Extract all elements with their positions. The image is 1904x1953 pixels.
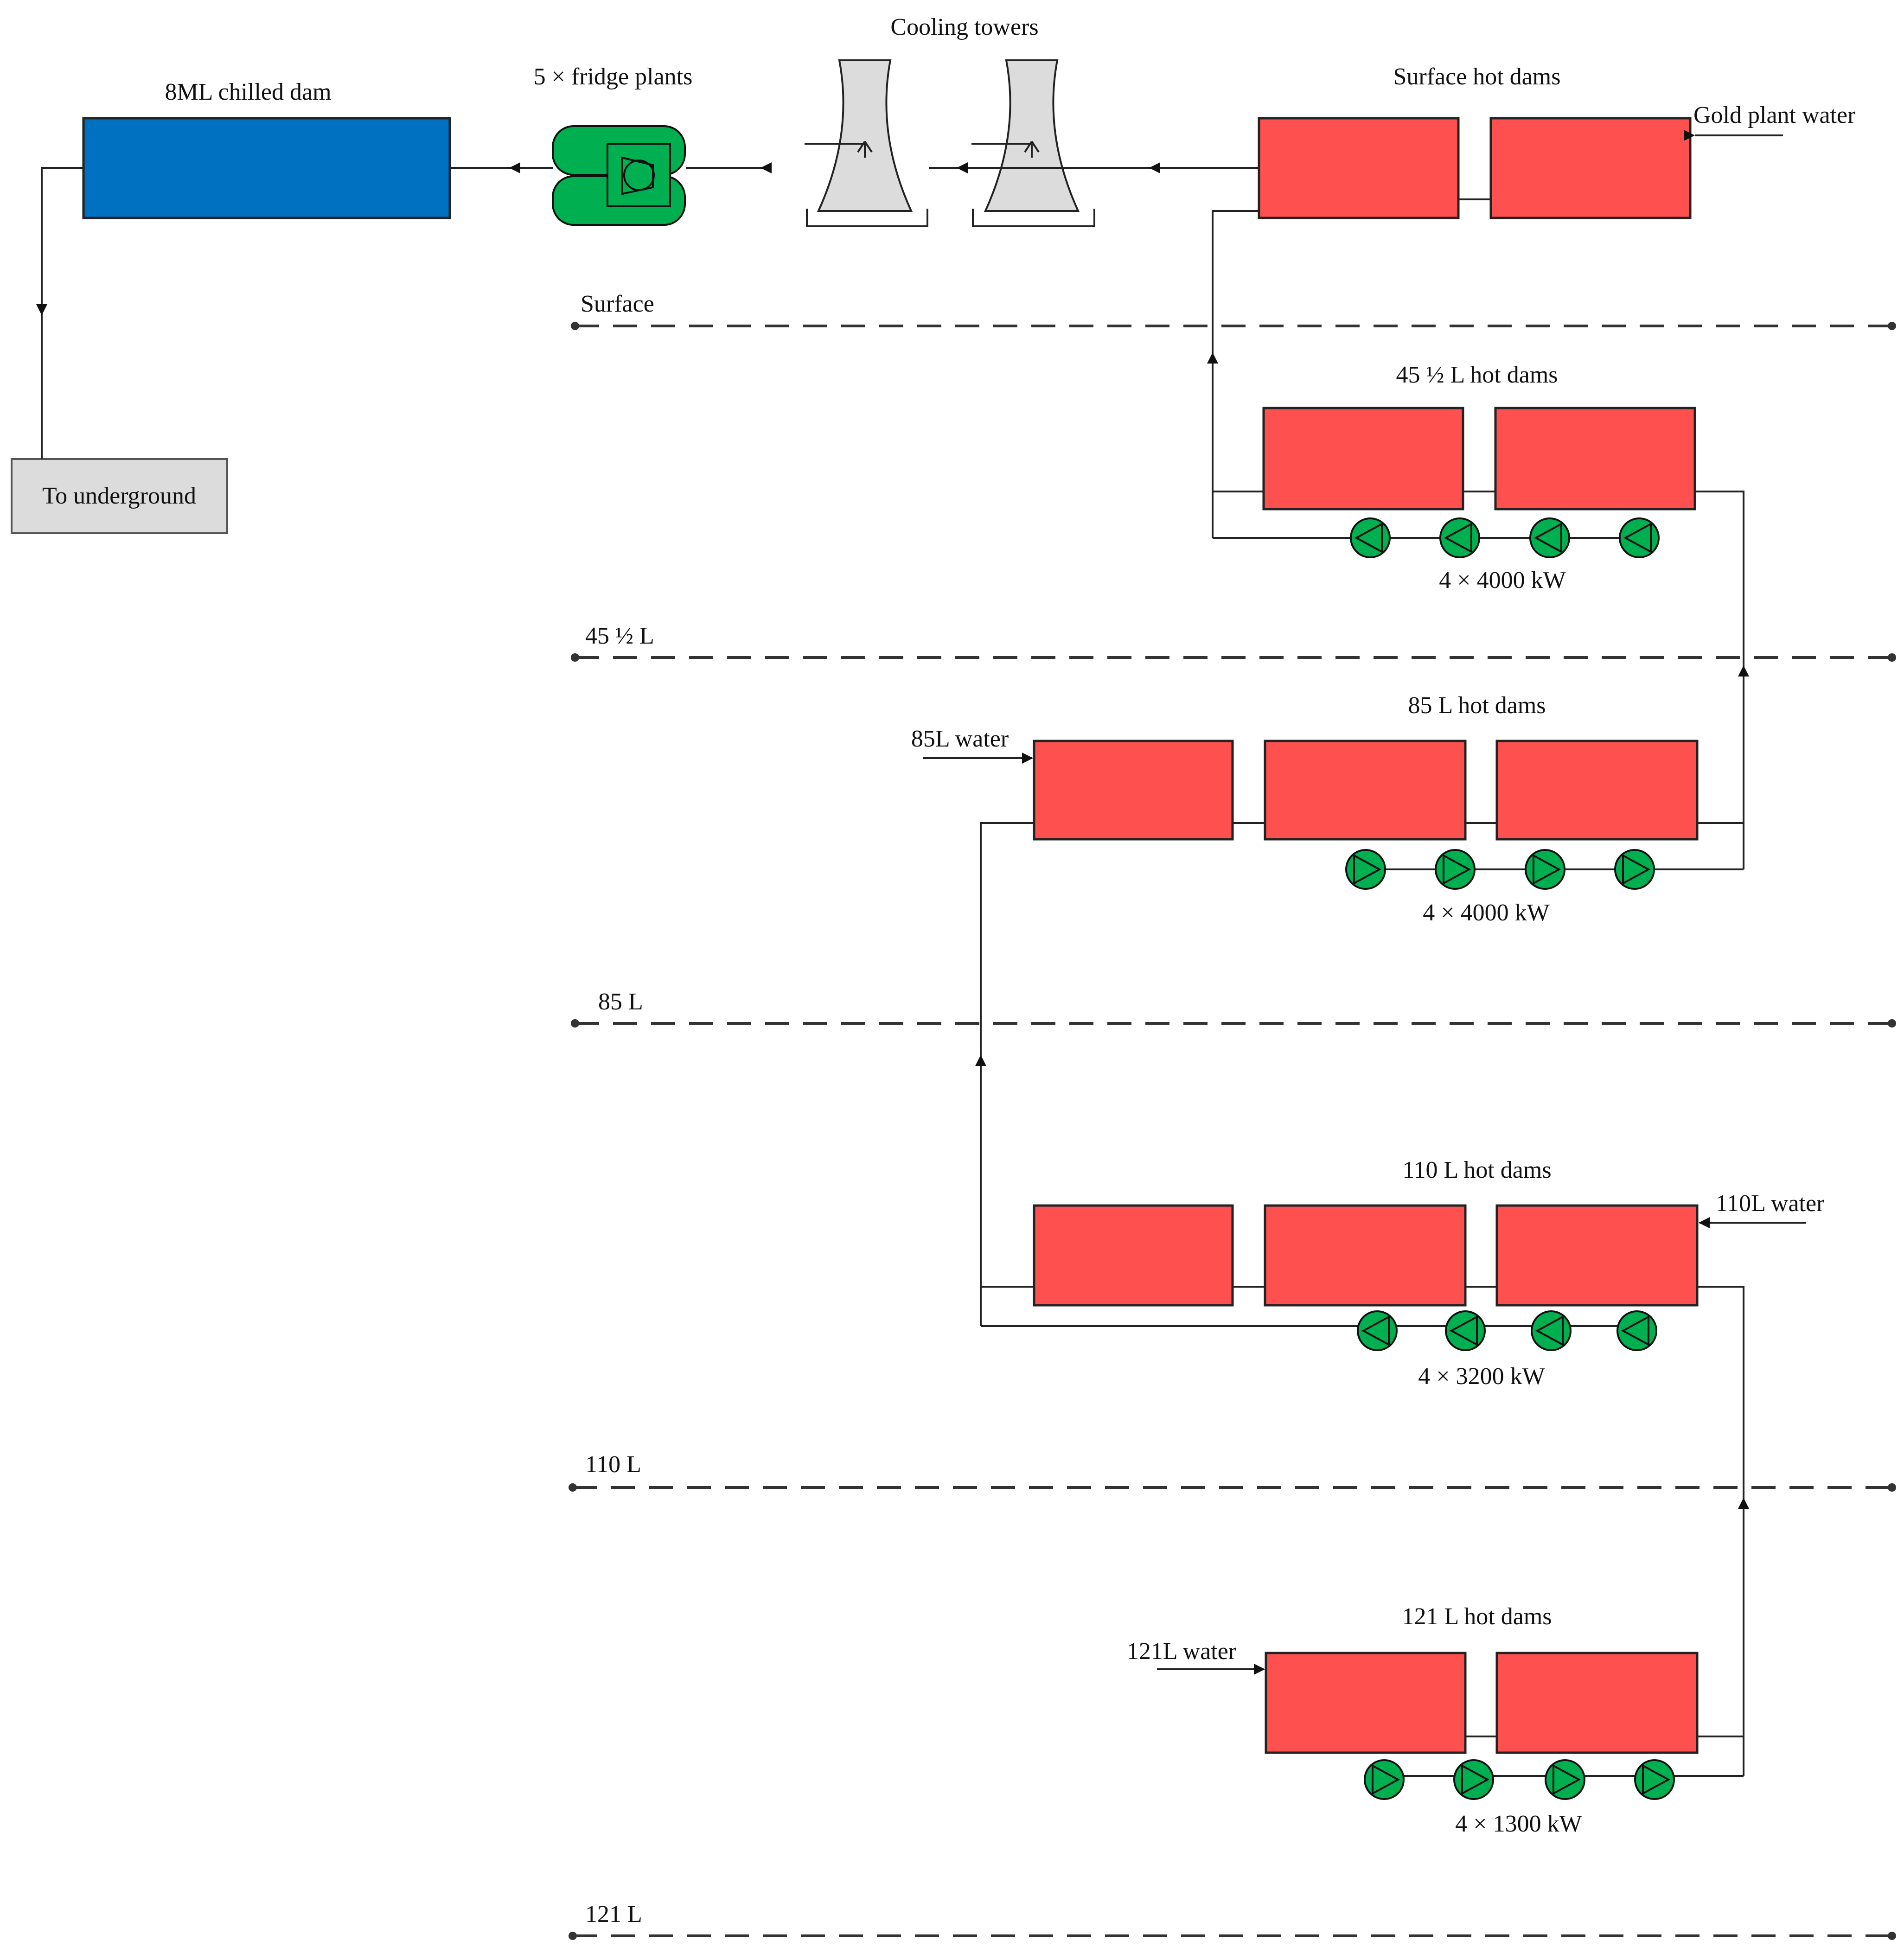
water-110-label: 110L water <box>1716 1190 1824 1217</box>
water-85-label: 85L water <box>911 726 1009 752</box>
cooling-towers-label: Cooling towers <box>890 14 1038 40</box>
hot-dam-45-1 <box>1262 407 1464 511</box>
pump-icon <box>1445 1310 1486 1351</box>
pump-icon <box>1357 1310 1398 1351</box>
pump-icon <box>1453 1759 1494 1800</box>
surface-section: 8ML chilled dam To underground 5 × fridg… <box>11 14 1855 538</box>
pump-icon <box>1634 1759 1675 1800</box>
to-underground-box <box>11 458 228 534</box>
flow-arrows <box>36 130 1749 1675</box>
hot-dams-121-label: 121 L hot dams <box>1402 1603 1552 1630</box>
flow-arrow-icon <box>1684 130 1695 141</box>
surface-hot-dam-2 <box>1489 117 1692 219</box>
flow-arrow-icon <box>760 162 772 173</box>
hot-dams-85-label: 85 L hot dams <box>1408 692 1546 719</box>
chilled-dam-label: 8ML chilled dam <box>165 79 331 105</box>
hot-dams-110-label: 110 L hot dams <box>1402 1157 1551 1183</box>
hot-dam-121-1 <box>1265 1652 1467 1754</box>
hot-dam-45-2 <box>1494 407 1696 511</box>
pump-icon <box>1435 849 1476 890</box>
level-lines: Surface 45 ½ L 85 L 110 L 121 L <box>569 291 1896 1940</box>
flow-arrow-icon <box>1207 352 1218 364</box>
pump-icon <box>1614 849 1655 890</box>
cooling-tower-icon <box>971 59 1095 227</box>
level-85-label: 85 L <box>598 989 643 1015</box>
water-121-label: 121L water <box>1127 1638 1236 1665</box>
flow-arrow-icon <box>509 162 520 173</box>
pump-icon <box>1439 517 1480 558</box>
chilled-dam <box>82 117 451 219</box>
level-45-label: 45 ½ L <box>585 623 654 649</box>
level-85-section: 85 L hot dams 85L water 4 × 4000 kW <box>911 692 1744 1326</box>
to-underground-label: To underground <box>42 483 196 509</box>
hot-dam-85-2 <box>1264 740 1467 841</box>
hot-dam-110-2 <box>1264 1204 1467 1307</box>
pump-icon <box>1545 1759 1585 1800</box>
level-surface-label: Surface <box>581 291 654 317</box>
pump-icon <box>1619 517 1660 558</box>
cooling-tower-icon <box>805 59 928 227</box>
pump-icon <box>1345 849 1386 890</box>
pump-icon <box>1531 1310 1572 1351</box>
hot-dam-110-1 <box>1033 1204 1234 1307</box>
level-121-label: 121 L <box>585 1901 642 1927</box>
hot-dam-110-3 <box>1495 1204 1699 1307</box>
flow-arrow-icon <box>1738 1498 1749 1509</box>
fridge-plant-icon <box>552 125 686 226</box>
fridge-plants-label: 5 × fridge plants <box>534 64 693 90</box>
flow-arrow-icon <box>1738 665 1749 677</box>
gold-plant-water-label: Gold plant water <box>1693 102 1855 128</box>
surface-hot-dams-label: Surface hot dams <box>1393 64 1560 90</box>
flow-arrow-icon <box>36 304 47 315</box>
flow-arrow-icon <box>1254 1664 1265 1675</box>
level-45-section: 45 ½ L hot dams 4 × 4000 kW <box>1213 362 1744 869</box>
hot-dam-85-1 <box>1033 740 1234 841</box>
hot-dam-121-2 <box>1495 1652 1699 1754</box>
pumps-121-label: 4 × 1300 kW <box>1455 1811 1582 1837</box>
surface-hot-dam-1 <box>1258 117 1460 219</box>
flow-arrow-icon <box>1149 162 1160 173</box>
flow-arrow-icon <box>957 162 968 173</box>
pumps-110-label: 4 × 3200 kW <box>1418 1363 1545 1390</box>
pump-icon <box>1525 849 1565 890</box>
pump-icon <box>1364 1759 1405 1800</box>
hot-dams-45-label: 45 ½ L hot dams <box>1396 362 1558 388</box>
flow-arrow-icon <box>1022 753 1033 764</box>
pump-icon <box>1350 517 1391 558</box>
pump-icon <box>1616 1310 1657 1351</box>
flow-arrow-icon <box>975 1055 986 1066</box>
pump-icon <box>1529 517 1570 558</box>
level-110-section: 110 L hot dams 110L water 4 × 3200 kW <box>981 1157 1824 1776</box>
level-121-section: 121 L hot dams 121L water 4 × 1300 kW <box>1127 1603 1744 1837</box>
flow-arrow-icon <box>1699 1217 1710 1228</box>
level-110-label: 110 L <box>585 1451 641 1478</box>
pumps-45-label: 4 × 4000 kW <box>1439 567 1565 594</box>
pumps-85-label: 4 × 4000 kW <box>1423 900 1549 926</box>
hot-dam-85-3 <box>1495 740 1699 841</box>
